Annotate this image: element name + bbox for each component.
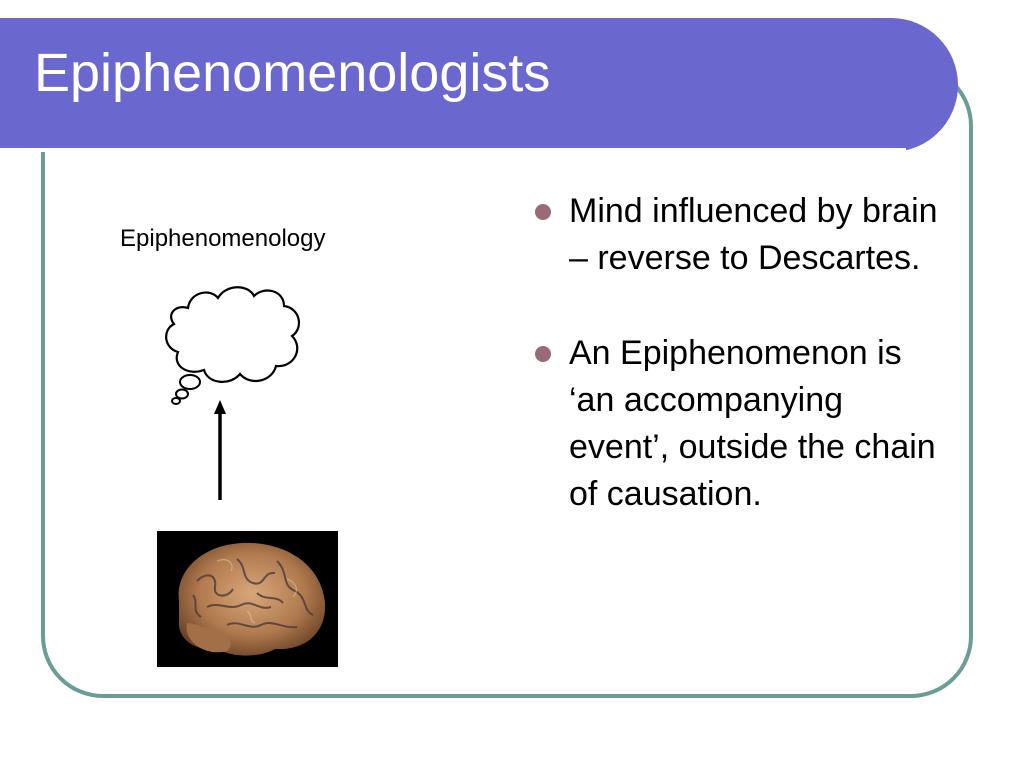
- bullet-list: Mind influenced by brain – reverse to De…: [532, 188, 952, 566]
- diagram-label: Epiphenomenology: [120, 225, 326, 252]
- thought-bubble-icon: [165, 286, 301, 405]
- bullet-text: An Epiphenomenon is ‘an accompanying eve…: [569, 334, 936, 513]
- bullet-item: An Epiphenomenon is ‘an accompanying eve…: [532, 330, 952, 518]
- bullet-dot-icon: [535, 204, 551, 220]
- slide-title: Epiphenomenologists: [34, 43, 551, 103]
- bullet-dot-icon: [535, 346, 551, 362]
- bullet-item: Mind influenced by brain – reverse to De…: [532, 188, 952, 282]
- title-bar: [0, 18, 958, 152]
- brain-photo: [157, 531, 338, 667]
- bullet-text: Mind influenced by brain – reverse to De…: [569, 192, 938, 277]
- title-underline: [0, 148, 906, 152]
- up-arrow-icon: [214, 400, 226, 500]
